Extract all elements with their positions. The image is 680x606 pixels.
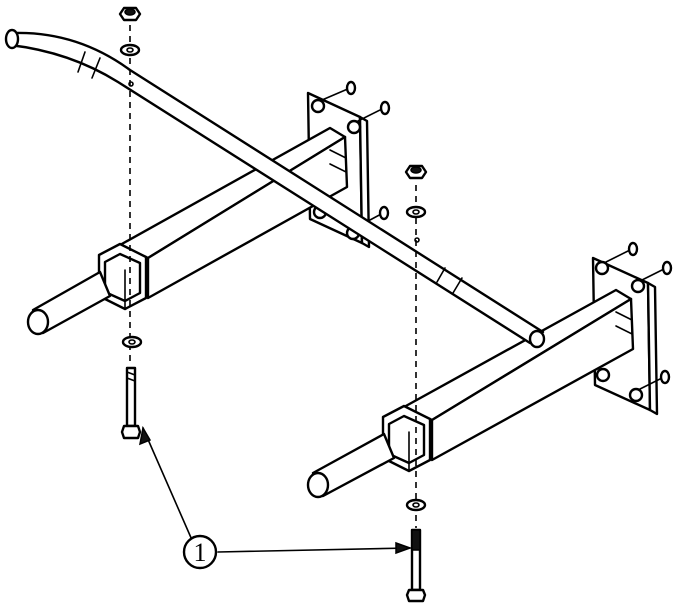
plate-bolt-left-top-right <box>346 100 391 135</box>
lock-nut-left <box>118 6 142 22</box>
callout-leader-lines <box>139 425 413 555</box>
callout-1: 1 <box>182 534 218 570</box>
hex-bolt-left <box>120 366 142 440</box>
pull-up-bar <box>4 28 546 349</box>
hex-bolt-right <box>405 528 427 603</box>
plate-bolt-right-top-right <box>630 260 673 294</box>
plate-bolt-right-bottom-left <box>595 367 611 383</box>
plate-bolt-left-top-left <box>310 80 357 114</box>
arm-handle-right <box>306 432 396 499</box>
callout-number: 1 <box>194 538 207 567</box>
washer-left-top <box>119 43 141 57</box>
lock-nut-right <box>404 164 428 180</box>
plate-bolt-right-bottom-right <box>628 369 671 403</box>
arm-end-cap-left <box>97 242 148 311</box>
wall-arm-left <box>26 126 349 336</box>
washer-right-top <box>405 205 427 219</box>
arm-handle-left <box>26 270 112 336</box>
plate-bolt-right-top-left <box>594 241 639 276</box>
washer-left-bottom <box>121 335 143 349</box>
wall-arm-right <box>306 288 635 499</box>
washer-right-bottom <box>405 498 427 512</box>
